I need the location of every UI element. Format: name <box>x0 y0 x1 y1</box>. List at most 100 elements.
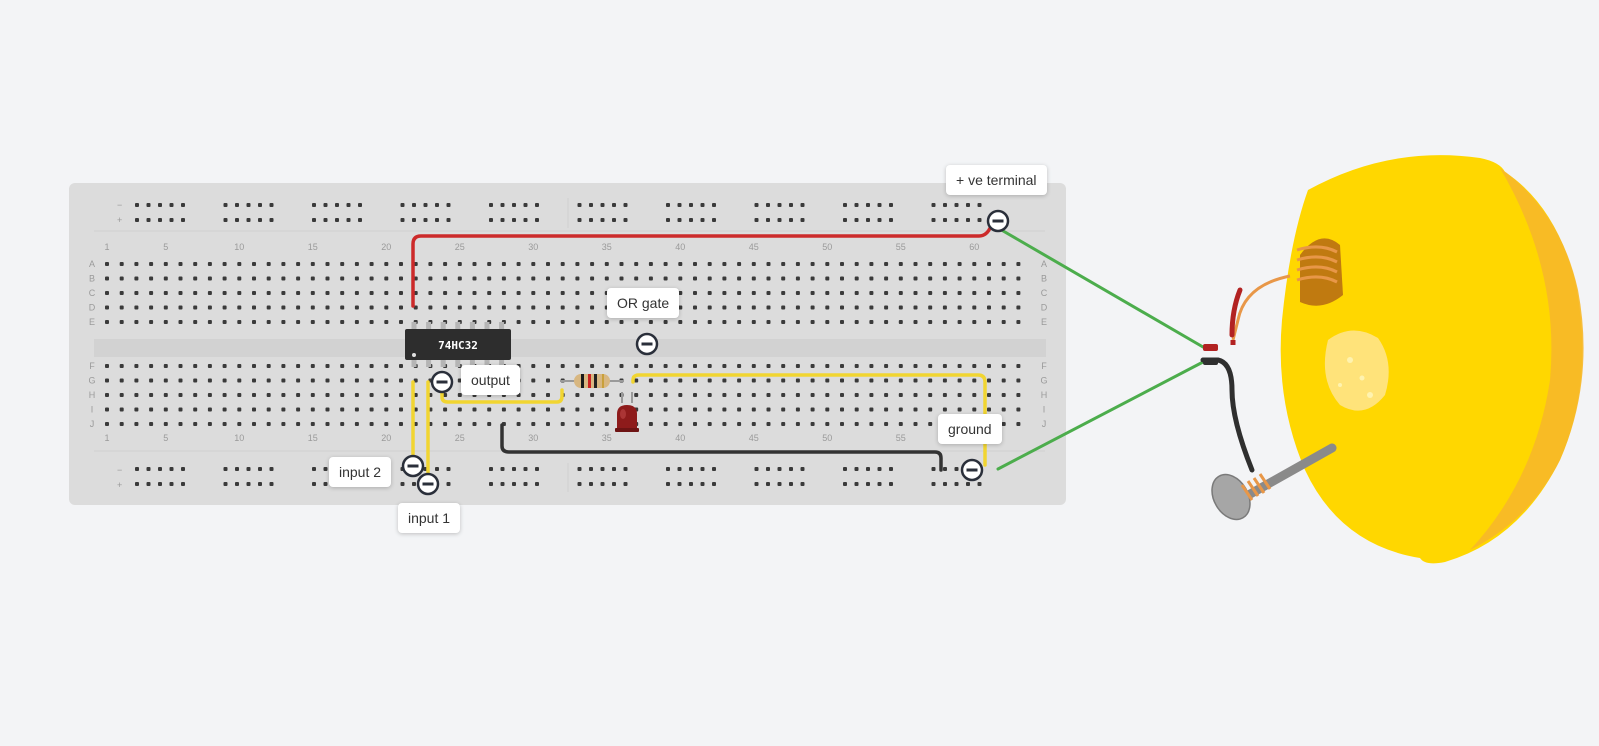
hole[interactable] <box>619 262 624 266</box>
hole[interactable] <box>310 291 315 295</box>
hole[interactable] <box>678 305 683 310</box>
hole[interactable] <box>281 407 286 412</box>
rail-hole[interactable] <box>854 218 859 222</box>
hole[interactable] <box>384 407 389 412</box>
hole[interactable] <box>840 291 844 295</box>
rail-hole[interactable] <box>235 467 239 471</box>
probe-ground[interactable] <box>960 458 984 482</box>
hole[interactable] <box>590 276 595 281</box>
hole[interactable] <box>898 378 903 383</box>
rail-hole[interactable] <box>535 467 539 471</box>
hole[interactable] <box>369 276 374 281</box>
rail-hole[interactable] <box>269 467 274 471</box>
hole[interactable] <box>207 262 212 266</box>
rail-hole[interactable] <box>977 203 982 207</box>
hole[interactable] <box>207 276 212 281</box>
hole[interactable] <box>722 305 727 310</box>
hole[interactable] <box>884 305 889 310</box>
hole[interactable] <box>1016 364 1021 368</box>
hole[interactable] <box>546 364 550 368</box>
rail-hole[interactable] <box>800 467 805 471</box>
hole[interactable] <box>648 320 653 324</box>
hole[interactable] <box>487 276 492 281</box>
hole[interactable] <box>898 291 903 295</box>
rail-hole[interactable] <box>346 218 351 222</box>
hole[interactable] <box>310 407 315 412</box>
hole[interactable] <box>178 276 183 281</box>
hole[interactable] <box>869 320 874 324</box>
hole[interactable] <box>531 422 536 426</box>
hole[interactable] <box>443 422 448 426</box>
rail-hole[interactable] <box>954 218 959 222</box>
hole[interactable] <box>207 393 212 397</box>
hole[interactable] <box>237 262 242 266</box>
hole[interactable] <box>722 291 727 295</box>
rail-hole[interactable] <box>889 482 893 486</box>
hole[interactable] <box>928 422 933 426</box>
hole[interactable] <box>105 378 109 383</box>
hole[interactable] <box>957 262 962 266</box>
rail-hole[interactable] <box>400 203 405 207</box>
rail-hole[interactable] <box>489 218 493 222</box>
rail-hole[interactable] <box>412 218 416 222</box>
hole[interactable] <box>222 364 227 368</box>
hole[interactable] <box>825 320 830 324</box>
hole[interactable] <box>972 262 977 266</box>
hole[interactable] <box>766 276 771 281</box>
rail-hole[interactable] <box>943 467 947 471</box>
hole[interactable] <box>105 291 109 295</box>
hole[interactable] <box>869 422 874 426</box>
rail-hole[interactable] <box>423 218 428 222</box>
hole[interactable] <box>722 393 727 397</box>
hole[interactable] <box>854 276 859 281</box>
hole[interactable] <box>619 364 624 368</box>
hole[interactable] <box>325 305 330 310</box>
hole[interactable] <box>119 276 124 281</box>
hole[interactable] <box>296 291 301 295</box>
hole[interactable] <box>105 364 109 368</box>
hole[interactable] <box>634 364 639 368</box>
hole[interactable] <box>884 378 889 383</box>
hole[interactable] <box>663 407 668 412</box>
rail-hole[interactable] <box>577 218 582 222</box>
hole[interactable] <box>399 407 403 412</box>
hole[interactable] <box>310 262 315 266</box>
hole[interactable] <box>987 291 991 295</box>
rail-hole[interactable] <box>577 467 582 471</box>
hole[interactable] <box>1001 262 1006 266</box>
rail-hole[interactable] <box>446 218 451 222</box>
hole[interactable] <box>296 407 301 412</box>
rail-hole[interactable] <box>223 218 228 222</box>
hole[interactable] <box>840 393 844 397</box>
hole[interactable] <box>546 320 550 324</box>
hole[interactable] <box>1016 393 1021 397</box>
hole[interactable] <box>781 407 786 412</box>
hole[interactable] <box>340 305 345 310</box>
rail-hole[interactable] <box>523 482 528 486</box>
hole[interactable] <box>163 305 168 310</box>
rail-hole[interactable] <box>589 467 593 471</box>
rail-hole[interactable] <box>323 218 328 222</box>
hole[interactable] <box>354 407 359 412</box>
rail-hole[interactable] <box>789 203 793 207</box>
hole[interactable] <box>457 305 462 310</box>
hole[interactable] <box>163 393 168 397</box>
hole[interactable] <box>384 262 389 266</box>
chip-74hc32[interactable]: 74HC32 <box>405 322 511 367</box>
hole[interactable] <box>972 305 977 310</box>
hole[interactable] <box>1016 262 1021 266</box>
hole[interactable] <box>266 262 271 266</box>
rail-hole[interactable] <box>312 218 316 222</box>
hole[interactable] <box>487 262 492 266</box>
hole[interactable] <box>1016 291 1021 295</box>
hole[interactable] <box>310 422 315 426</box>
rail-hole[interactable] <box>158 482 162 486</box>
hole[interactable] <box>869 262 874 266</box>
hole[interactable] <box>325 393 330 397</box>
hole[interactable] <box>737 393 742 397</box>
hole[interactable] <box>795 320 800 324</box>
hole[interactable] <box>149 378 154 383</box>
hole[interactable] <box>898 422 903 426</box>
hole[interactable] <box>1001 364 1006 368</box>
hole[interactable] <box>340 364 345 368</box>
